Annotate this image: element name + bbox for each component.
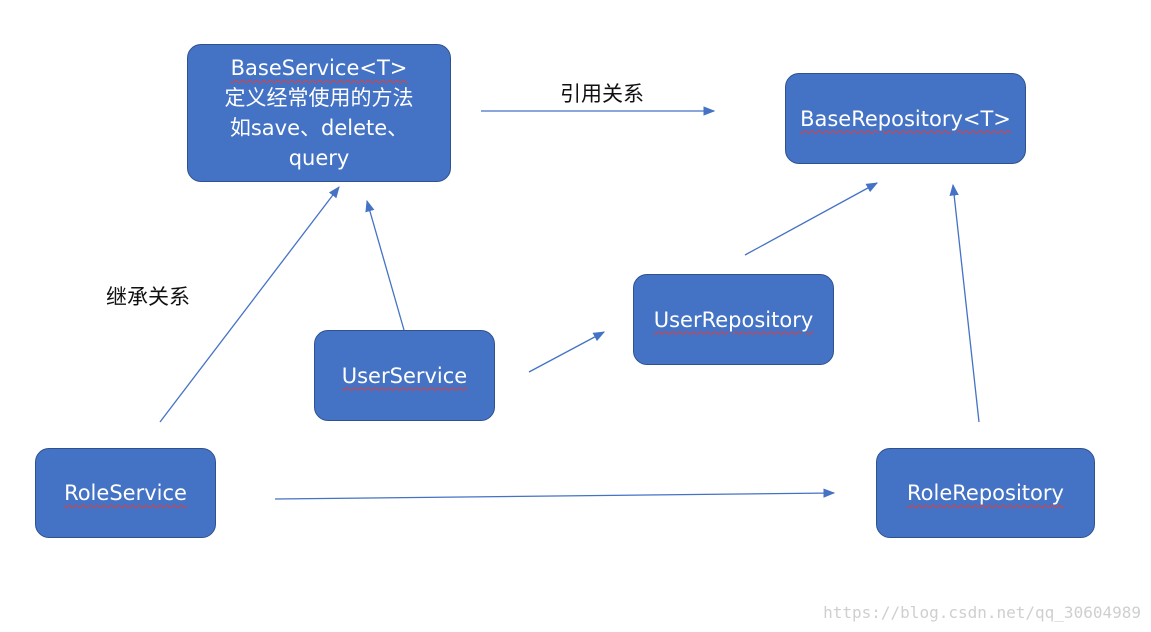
base-service-title: BaseService<T> xyxy=(230,56,408,80)
role-repository-inherits-arrow xyxy=(949,183,980,423)
user-repository-title: UserRepository xyxy=(653,307,814,332)
role-repository-title: RoleRepository xyxy=(907,481,1064,505)
reference-label: 引用关系 xyxy=(560,82,644,106)
user-service-references-arrow xyxy=(528,331,606,373)
user-repository-inherits-arrow xyxy=(744,182,879,256)
role-service-title: RoleService xyxy=(64,481,187,505)
user-service-box: UserService xyxy=(314,330,495,421)
role-service-box: RoleService xyxy=(35,448,216,538)
role-service-inherits-arrow xyxy=(159,186,340,423)
user-repository-box: UserRepository xyxy=(633,274,834,365)
watermark: https://blog.csdn.net/qq_30604989 xyxy=(823,603,1141,622)
inheritance-label: 继承关系 xyxy=(106,285,190,309)
base-service-description: 定义经常使用的方法 xyxy=(224,86,414,110)
base-service-methods: 如save、delete、 xyxy=(229,116,409,140)
base-repository-title: BaseRepository<T> xyxy=(800,106,1011,131)
user-service-inherits-arrow xyxy=(365,199,405,331)
base-service-methods-cont: query xyxy=(288,146,350,170)
role-repository-box: RoleRepository xyxy=(876,448,1095,538)
base-service-box: BaseService<T> 定义经常使用的方法 如save、delete、 q… xyxy=(187,44,451,182)
user-service-title: UserService xyxy=(341,363,468,388)
base-repository-box: BaseRepository<T> xyxy=(785,73,1026,164)
role-service-references-arrow xyxy=(274,488,836,500)
